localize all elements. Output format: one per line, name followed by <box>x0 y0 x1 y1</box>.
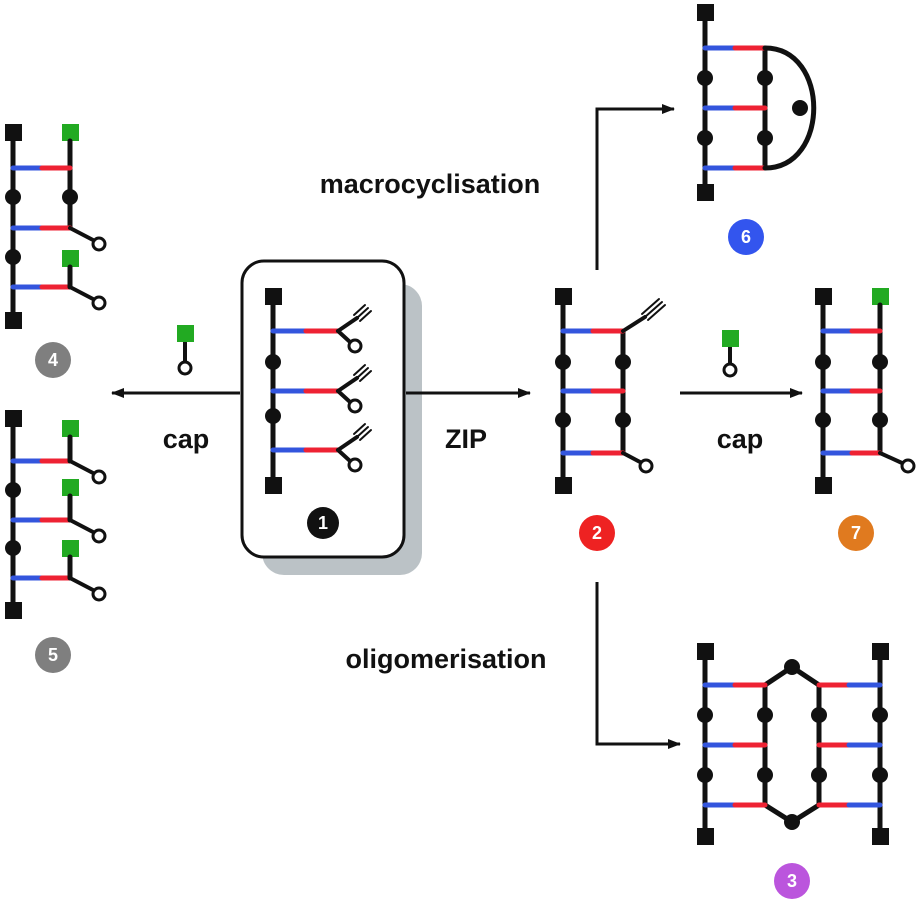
compound-6-structure <box>697 4 817 201</box>
compound-6-badge: 6 <box>728 219 764 255</box>
svg-text:7: 7 <box>851 523 861 543</box>
svg-text:6: 6 <box>741 227 751 247</box>
label-oligomerisation: oligomerisation <box>345 644 546 674</box>
compound-1-structure <box>265 288 372 494</box>
compound-5-structure <box>5 410 107 619</box>
compound-1-frame <box>240 259 422 575</box>
arrow-macrocyclisation <box>595 104 675 270</box>
compound-3-structure <box>697 643 889 845</box>
svg-text:4: 4 <box>48 350 58 370</box>
label-cap-left: cap <box>163 424 210 454</box>
label-macrocyclisation: macrocyclisation <box>320 169 541 199</box>
compound-2-badge: 2 <box>579 515 615 551</box>
compound-5-badge: 5 <box>35 637 71 673</box>
compound-2-structure <box>555 288 666 494</box>
compound-7-structure <box>815 288 916 494</box>
label-cap-right: cap <box>717 424 764 454</box>
label-zip: ZIP <box>445 424 487 454</box>
capping-reagent-right <box>722 330 739 378</box>
svg-text:2: 2 <box>592 523 602 543</box>
compound-4-structure <box>5 124 107 329</box>
compound-7-badge: 7 <box>838 515 874 551</box>
compound-4-badge: 4 <box>35 342 71 378</box>
svg-text:5: 5 <box>48 645 58 665</box>
svg-text:1: 1 <box>318 513 328 533</box>
svg-text:3: 3 <box>787 871 797 891</box>
arrow-oligomerisation <box>595 582 681 749</box>
capping-reagent-left <box>177 325 194 376</box>
compound-3-badge: 3 <box>774 863 810 899</box>
compound-1-badge: 1 <box>307 507 339 539</box>
